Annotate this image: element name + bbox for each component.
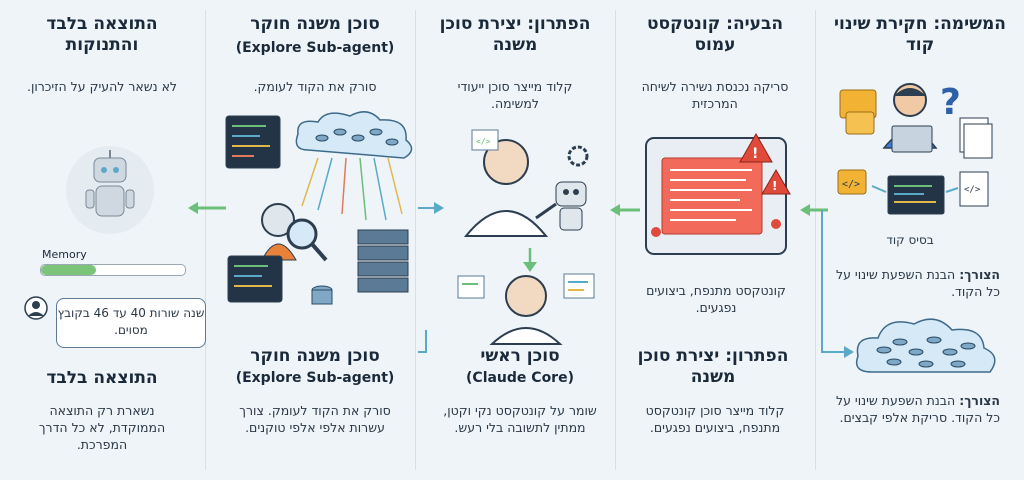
- main-agent-illustration: [457, 273, 595, 345]
- code-base-label: בסיס קוד: [886, 233, 934, 247]
- result-bottom-text: נשארת רק התוצאה הממוקדת, לא כל הדרך המפר…: [38, 403, 166, 452]
- explore-bottom-title: סוכן משנה חוקר: [250, 346, 380, 366]
- bottom-need-text: הבנת השפעת שינוי על כל הקוד. סריקת אלפי …: [836, 393, 1000, 425]
- problem-mid-text: קונטקסט מתנפח, ביצועים נפגעים.: [646, 283, 786, 315]
- database-cloud-illustration: [855, 318, 996, 373]
- problem-bottom-text: קלוד מייצר סוכן קונטקסט מתנפח, ביצועים נ…: [645, 403, 785, 435]
- main-agent-subtitle: (Claude Core): [466, 370, 574, 386]
- column-divider: [205, 10, 206, 470]
- down-arrow: [523, 248, 537, 272]
- memory-bar: [40, 264, 186, 276]
- result-bottom-title: התוצאה בלבד: [46, 368, 158, 388]
- solution-text: קלוד מייצר סוכן ייעודי למשימה.: [457, 79, 573, 111]
- overloaded-chat-illustration: ! !: [645, 132, 791, 255]
- svg-text:!: !: [772, 179, 777, 193]
- memory-fill: [41, 265, 96, 275]
- problem-text: סריקה נכנסת נשירה לשיחה המרכזית: [641, 79, 789, 111]
- result-title: התוצאה בלבד והתנוקות: [46, 14, 158, 55]
- fading-robot-illustration: [66, 146, 154, 234]
- arrowhead-task-down: [844, 346, 854, 358]
- problem-bottom-title: הפתרון: יצירת סוכן משנה: [637, 346, 789, 387]
- svg-text:</>: </>: [476, 137, 491, 146]
- arrow-main-to-explore: [418, 330, 427, 353]
- developer-illustration: ? </> </>: [837, 82, 993, 215]
- arrowhead-task: [800, 204, 810, 216]
- arrowhead-result: [188, 202, 198, 214]
- explore-bottom-subtitle: (Explore Sub-agent): [235, 370, 395, 386]
- need-text: הבנת השפעת שינוי על כל הקוד.: [836, 267, 1000, 299]
- bottom-need-label: הצורך:: [959, 393, 1000, 408]
- svg-text:</>: </>: [842, 179, 860, 190]
- svg-text:!: !: [752, 146, 758, 162]
- arrowhead-solution: [434, 202, 444, 214]
- problem-title: הבעיה: קונטקסט עמוס: [647, 14, 783, 55]
- explore-bottom-text: סורק את הקוד לעומק. צורך עשרות אלפי אלפי…: [239, 403, 391, 435]
- result-speech-bubble: שנה שורות 40 עד 46 בקובץ מסוים.: [56, 298, 206, 348]
- svg-text:?: ?: [940, 82, 961, 123]
- column-divider: [815, 10, 816, 470]
- main-agent-title: סוכן ראשי: [480, 346, 560, 366]
- svg-text:</>: </>: [964, 185, 981, 195]
- solution-title: הפתרון: יצירת סוכן משנה: [439, 14, 591, 55]
- task-bottom-need: הצורך: הבנת השפעת שינוי על כל הקוד. סריק…: [830, 392, 1000, 426]
- column-divider: [615, 10, 616, 470]
- arrowhead-problem: [610, 204, 620, 216]
- memory-label: Memory: [42, 248, 87, 261]
- claude-spawns-agent-illustration: </>: [463, 129, 589, 237]
- main-agent-text: שומר על קונטקסט נקי וקטן, ממתין לתשובה ב…: [443, 403, 597, 435]
- task-need: הצורך: הבנת השפעת שינוי על כל הקוד.: [830, 266, 1000, 300]
- explore-subtitle: (Explore Sub-agent): [235, 40, 395, 56]
- task-title: המשימה: חקירת שינוי קוד: [834, 14, 1006, 55]
- need-label: הצורך:: [959, 267, 1000, 282]
- bubble-text: שנה שורות 40 עד 46 בקובץ מסוים.: [57, 306, 205, 337]
- column-divider: [415, 10, 416, 470]
- explore-title: סוכן משנה חוקר: [250, 14, 380, 34]
- arrow-task-down: [821, 210, 846, 353]
- user-avatar-icon: [24, 296, 48, 320]
- explorer-agent-illustration: [225, 111, 413, 305]
- result-text: לא נשאר להעיק על הזיכרון.: [26, 79, 178, 94]
- explore-text: סורק את הקוד לעומק.: [253, 79, 377, 94]
